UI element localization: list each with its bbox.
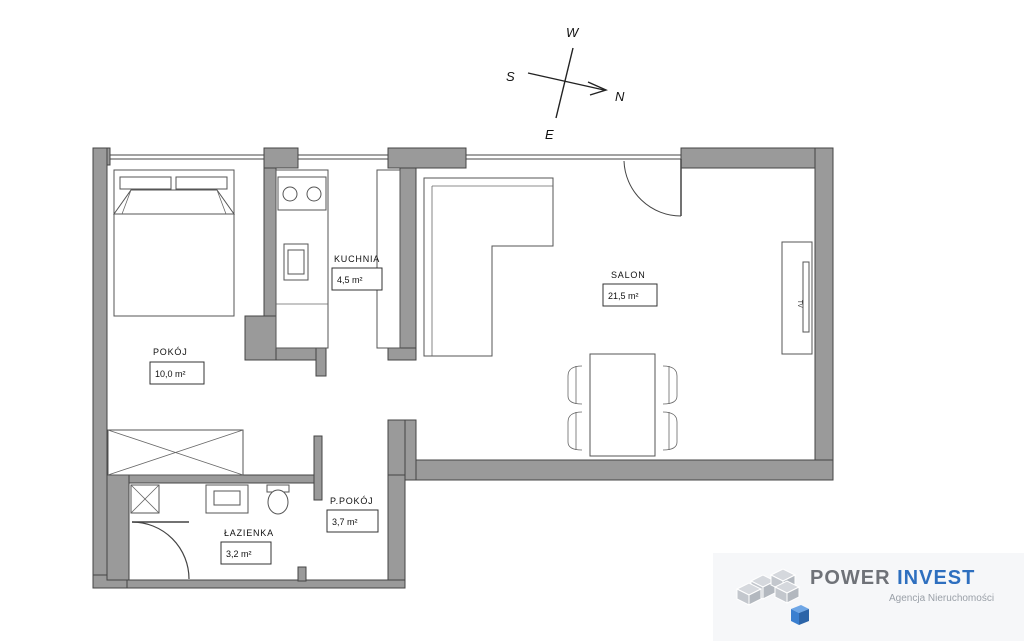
tv-icon — [802, 261, 810, 333]
sink-icon — [287, 249, 305, 275]
room-label-przedpokoj: P.POKÓJ 3,7 m² — [326, 496, 379, 533]
room-area: 3,7 m² — [332, 517, 358, 527]
compass-east-label: E — [545, 127, 554, 142]
shower-tray — [130, 484, 160, 514]
tv-label: TV — [796, 300, 802, 308]
wardrobe — [107, 429, 244, 476]
compass-west-label: W — [566, 25, 580, 40]
agency-logo: POWER INVEST Agencja Nieruchomości — [713, 553, 1024, 641]
kitchen-cabinet — [376, 169, 401, 349]
kitchen-counter — [275, 169, 329, 349]
room-label-lazienka: ŁAZIENKA 3,2 m² — [220, 528, 274, 565]
cubes-logo-icon — [735, 568, 809, 625]
room-name: POKÓJ — [153, 347, 188, 357]
tv-stand: TV — [781, 241, 813, 355]
corner-sofa — [423, 177, 554, 357]
balcony-door — [623, 159, 682, 217]
window — [466, 154, 681, 160]
washbasin — [205, 484, 249, 514]
logo-word-invest: INVEST — [897, 567, 976, 589]
walls — [92, 147, 834, 589]
compass-north-label: N — [615, 89, 625, 104]
room-name: P.POKÓJ — [330, 496, 373, 506]
room-name: KUCHNIA — [334, 254, 380, 264]
room-name: ŁAZIENKA — [224, 528, 274, 538]
room-label-kuchnia: KUCHNIA 4,5 m² — [331, 254, 383, 291]
stove-burner-icon — [282, 186, 298, 202]
room-label-salon: SALON 21,5 m² — [602, 270, 658, 307]
room-area: 3,2 m² — [226, 549, 252, 559]
logo-word-power: POWER — [810, 567, 891, 589]
logo-wordmark: POWER INVEST — [810, 567, 975, 590]
room-area: 21,5 m² — [608, 291, 639, 301]
room-label-pokoj: POKÓJ 10,0 m² — [149, 347, 205, 385]
room-area: 4,5 m² — [337, 275, 363, 285]
window — [110, 154, 264, 160]
stove-burner-icon — [306, 186, 322, 202]
double-bed — [113, 169, 235, 317]
room-name: SALON — [611, 270, 646, 280]
logo-tagline: Agencja Nieruchomości — [889, 593, 995, 604]
room-area: 10,0 m² — [155, 369, 186, 379]
bathroom-door — [131, 521, 190, 580]
compass-south-label: S — [506, 69, 515, 84]
dining-table — [567, 353, 678, 457]
window — [298, 154, 388, 160]
arrow-icon — [587, 81, 608, 96]
compass-rose: W S N E — [506, 25, 625, 142]
toilet-icon — [266, 484, 290, 515]
